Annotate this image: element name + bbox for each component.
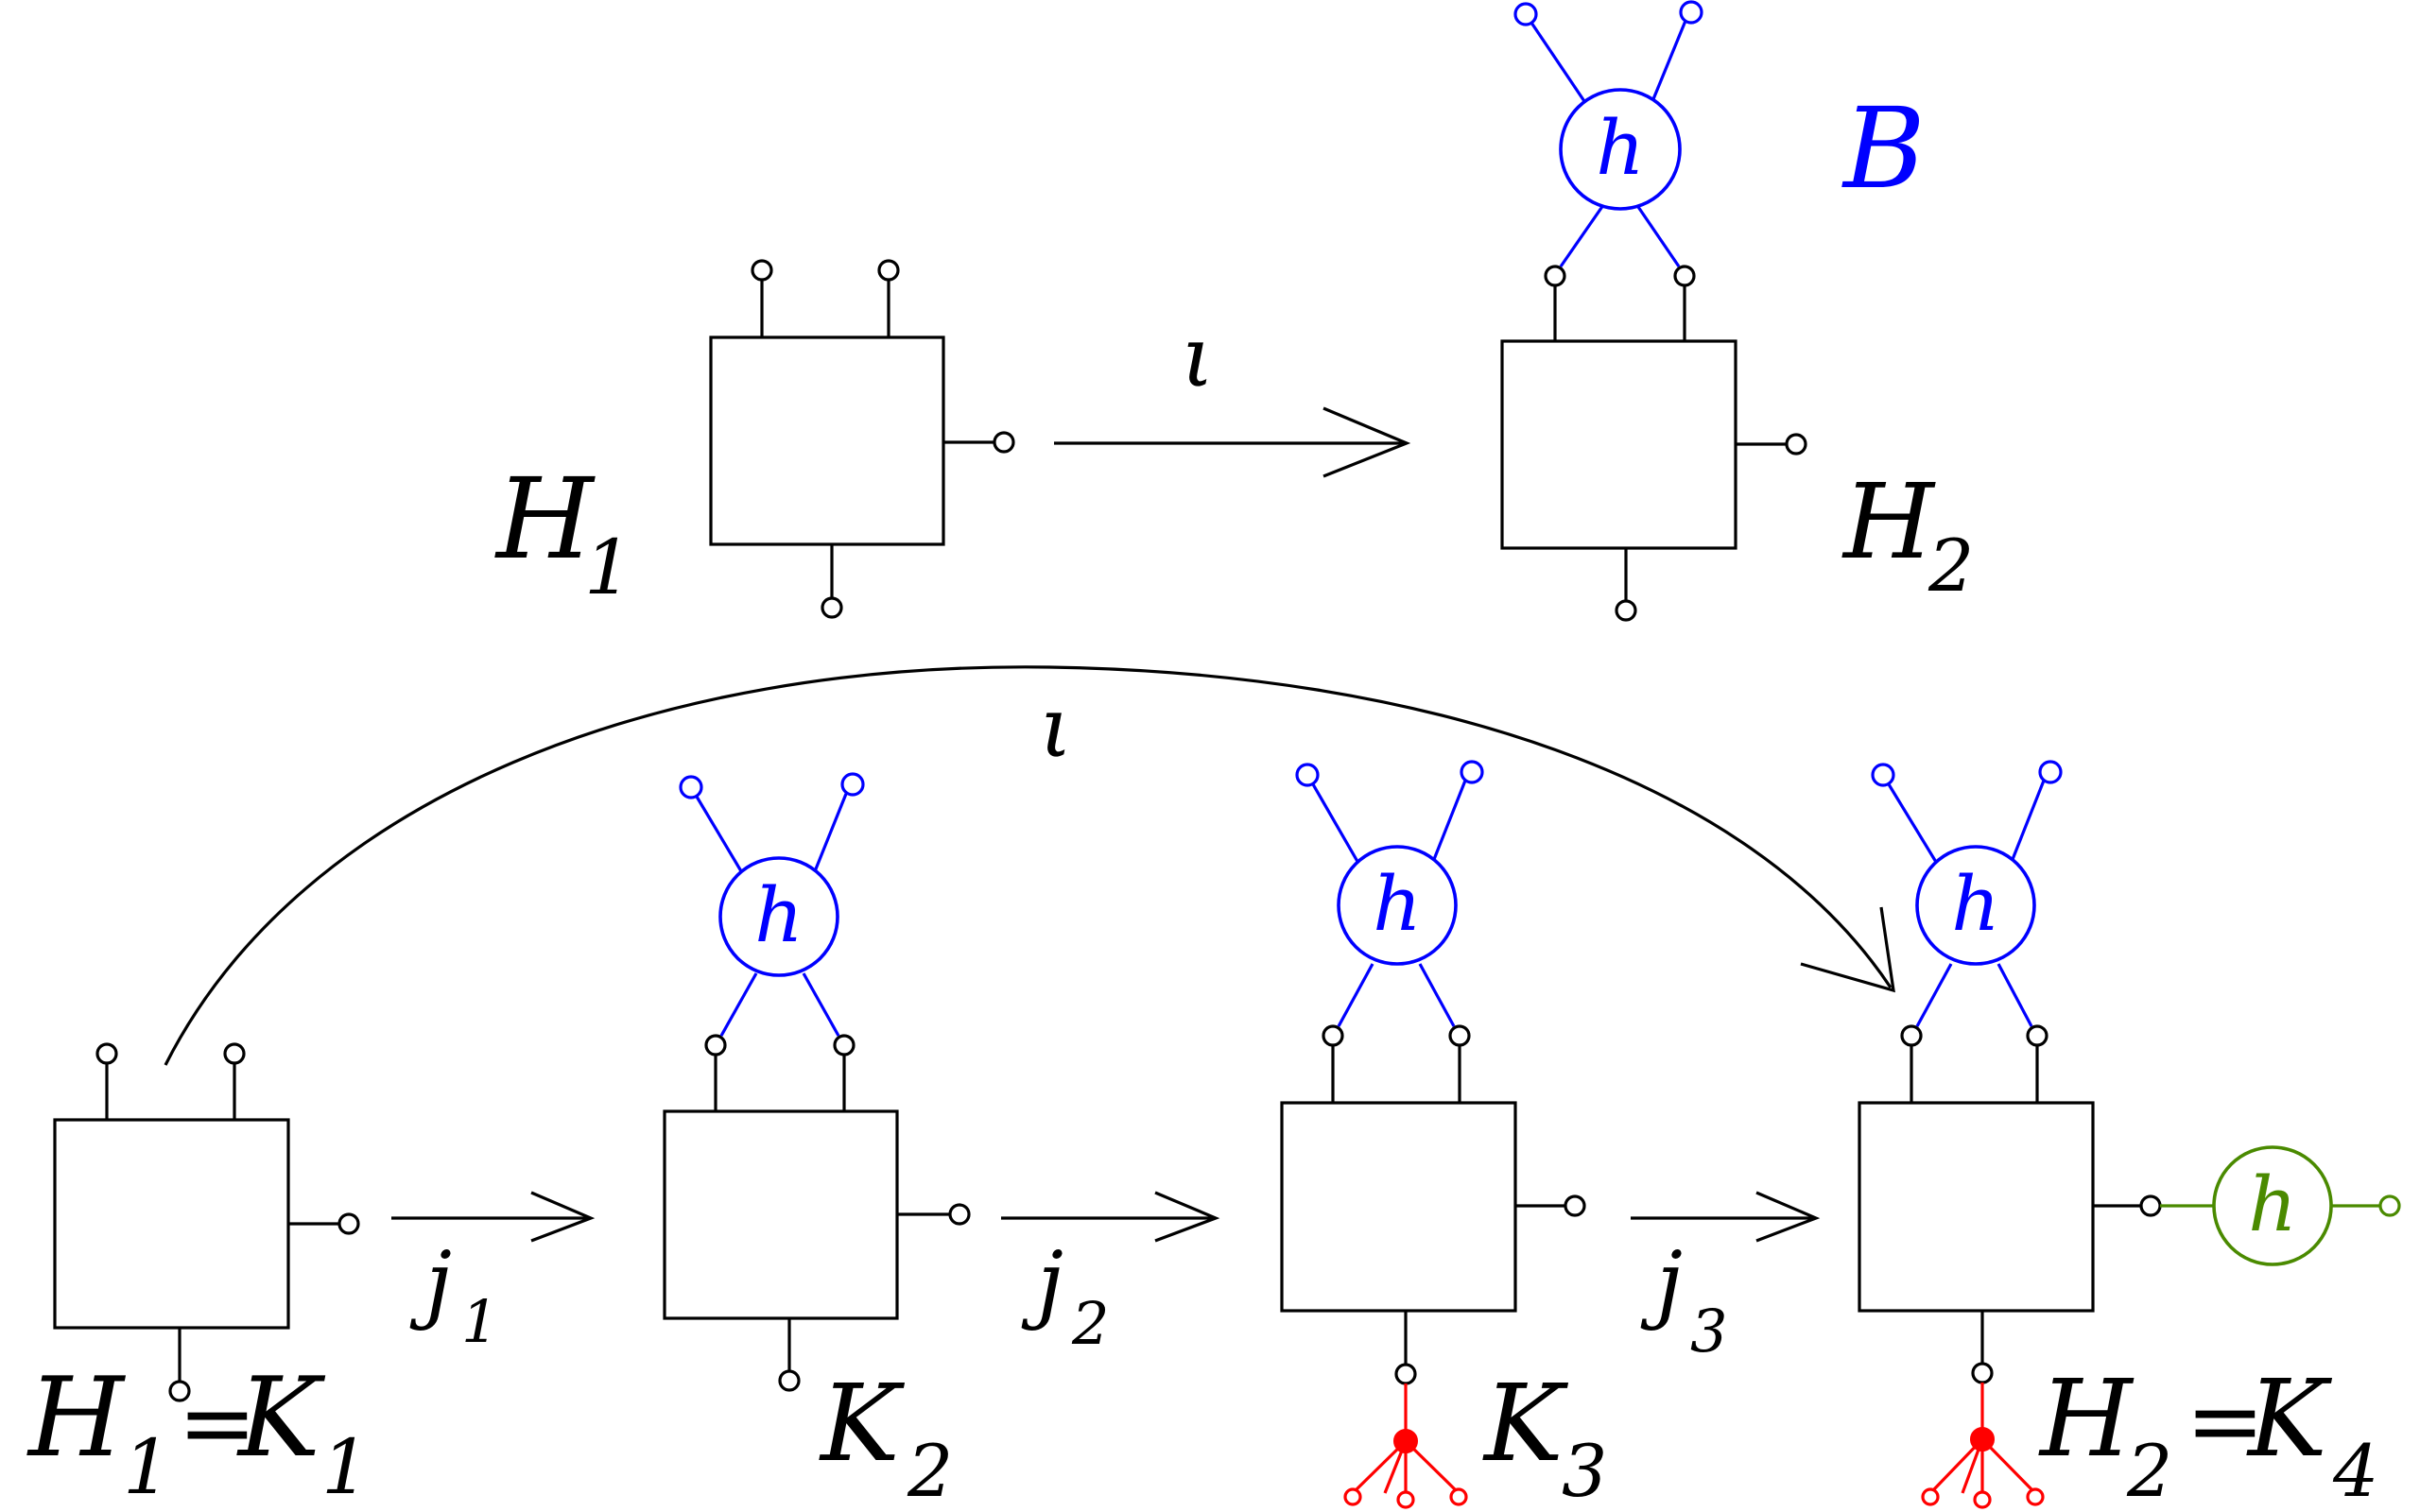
- gadget-k3: h: [1295, 760, 1484, 1027]
- gadget-top-label: h: [1596, 104, 1645, 192]
- graph-h1-top: [709, 259, 1015, 619]
- gadget-k2-label: h: [754, 871, 804, 959]
- label-k3-sub: 3: [1562, 1429, 1607, 1512]
- gadget-k3-circle: [1337, 845, 1458, 966]
- label-k4-eq: =: [2186, 1366, 2265, 1476]
- gadget-top-circle: [1559, 88, 1682, 211]
- gadget-k4: h: [1871, 760, 2063, 1027]
- graph-k4: [1858, 1024, 2162, 1384]
- arrow-j2: [1001, 1191, 1220, 1243]
- arrow-j1-sub: 1: [461, 1287, 498, 1356]
- box-k3: [1280, 1101, 1517, 1313]
- label-k1-h-sub: 1: [123, 1423, 171, 1511]
- label-h2-top-sub: 2: [1927, 524, 1974, 608]
- label-k4-h-sub: 2: [2126, 1429, 2172, 1512]
- label-k1-k-sub: 1: [321, 1423, 370, 1511]
- graph-k2: [663, 1034, 971, 1392]
- arc-iota-label: ι: [1040, 679, 1073, 776]
- arrow-j1-label: j: [409, 1233, 452, 1332]
- label-k3: K: [1482, 1363, 1569, 1486]
- arrow-j3-sub: 3: [1690, 1297, 1727, 1366]
- red-gadget-k3: [1343, 1383, 1468, 1509]
- gadget-k4-circle: [1915, 845, 2036, 966]
- label-k4-k: K: [2246, 1358, 2333, 1481]
- label-k2-sub: 2: [907, 1429, 953, 1512]
- graph-k3: [1280, 1024, 1586, 1385]
- green-gadget-k4: h: [2160, 1145, 2401, 1266]
- arrow-j1: [391, 1191, 596, 1243]
- graph-h2-top: [1500, 265, 1807, 622]
- red-gadget-k4: [1921, 1383, 2045, 1509]
- arrow-j2-label: j: [1021, 1233, 1063, 1332]
- label-k1-eq: =: [178, 1367, 257, 1478]
- box-k2: [663, 1109, 899, 1320]
- label-k1-h: H: [26, 1354, 127, 1482]
- gadget-k3-label: h: [1373, 860, 1422, 948]
- graph-k1: [53, 1042, 360, 1402]
- label-k4-k-sub: 4: [2332, 1429, 2378, 1512]
- box-k1: [53, 1118, 290, 1330]
- arrow-iota-top: [1054, 406, 1411, 478]
- green-gadget-label: h: [2248, 1160, 2297, 1248]
- arrow-iota-top-label: ι: [1182, 308, 1215, 405]
- gadget-top: h: [1513, 0, 1703, 267]
- box-h2-top: [1500, 339, 1737, 550]
- label-h1-top-sub: 1: [584, 524, 632, 611]
- label-k1-k: K: [236, 1354, 326, 1482]
- label-h2-top: H: [1841, 461, 1936, 582]
- box-h1-top: [709, 335, 945, 546]
- arrow-j2-sub: 2: [1071, 1289, 1109, 1358]
- gadget-k2-circle: [718, 856, 839, 977]
- gadget-k2: h: [679, 772, 865, 1037]
- label-k2: K: [819, 1363, 906, 1486]
- box-k4: [1858, 1101, 2095, 1313]
- arrow-j3: [1631, 1191, 1821, 1243]
- arc-iota: [164, 665, 1895, 1066]
- label-h1-top: H: [494, 454, 596, 584]
- arrow-j3-label: j: [1640, 1233, 1683, 1332]
- label-k4-h: H: [2038, 1358, 2135, 1481]
- gadget-k4-label: h: [1951, 860, 2000, 948]
- set-label-b: B: [1841, 83, 1926, 214]
